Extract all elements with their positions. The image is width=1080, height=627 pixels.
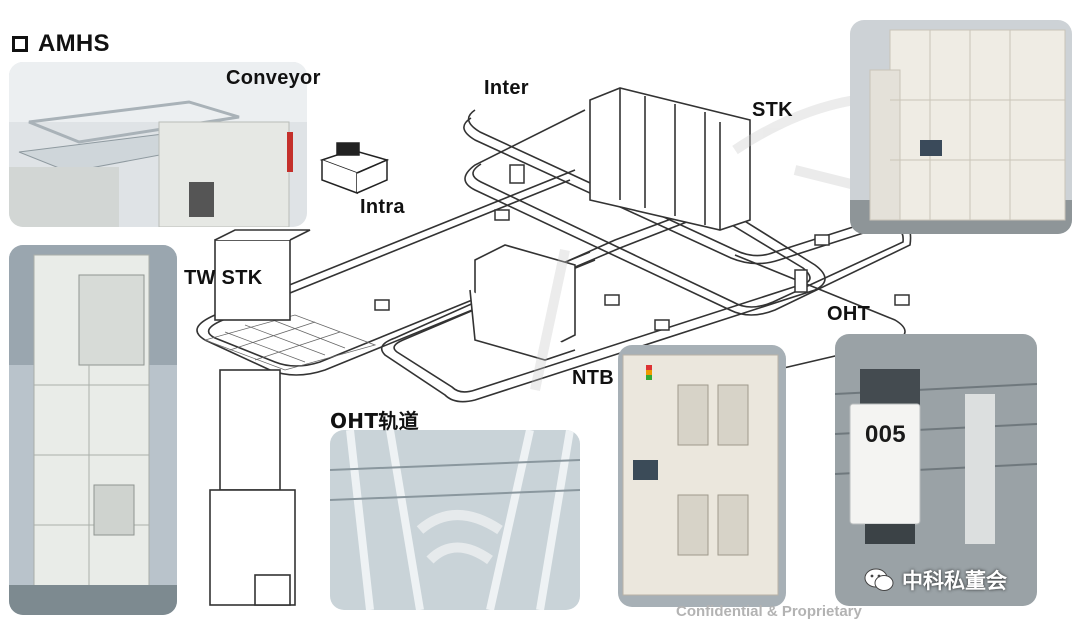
intra-label: Intra <box>360 196 405 218</box>
intra-equipment-sketch <box>319 142 390 195</box>
conveyor-label: Conveyor <box>226 67 321 89</box>
page-title: AMHS <box>12 30 110 58</box>
title-text: AMHS <box>38 30 110 57</box>
stk-photo <box>850 20 1072 234</box>
brand-watermark: 中科私董会 <box>864 565 1007 595</box>
ntb-photo <box>618 345 786 607</box>
oht-label: OHT <box>827 303 871 325</box>
amhs-layout-diagram <box>196 87 912 606</box>
oht-rail-label: OHT轨道 <box>330 409 419 433</box>
oht-rail-photo <box>330 430 580 610</box>
brand-text: 中科私董会 <box>902 569 1007 593</box>
vehicle-id-label: 005 <box>865 421 906 448</box>
tw-stk-label: TW STK <box>184 267 263 289</box>
footer-text: Confidential & Proprietary <box>676 603 862 620</box>
tw-stk-photo <box>9 245 177 615</box>
wechat-icon <box>864 568 894 591</box>
inter-label: Inter <box>484 77 529 99</box>
stk-label: STK <box>752 99 793 121</box>
oht-photo <box>835 334 1037 606</box>
checkbox-icon <box>12 36 28 52</box>
ntb-label: NTB <box>572 367 615 389</box>
conveyor-photo <box>9 62 307 227</box>
